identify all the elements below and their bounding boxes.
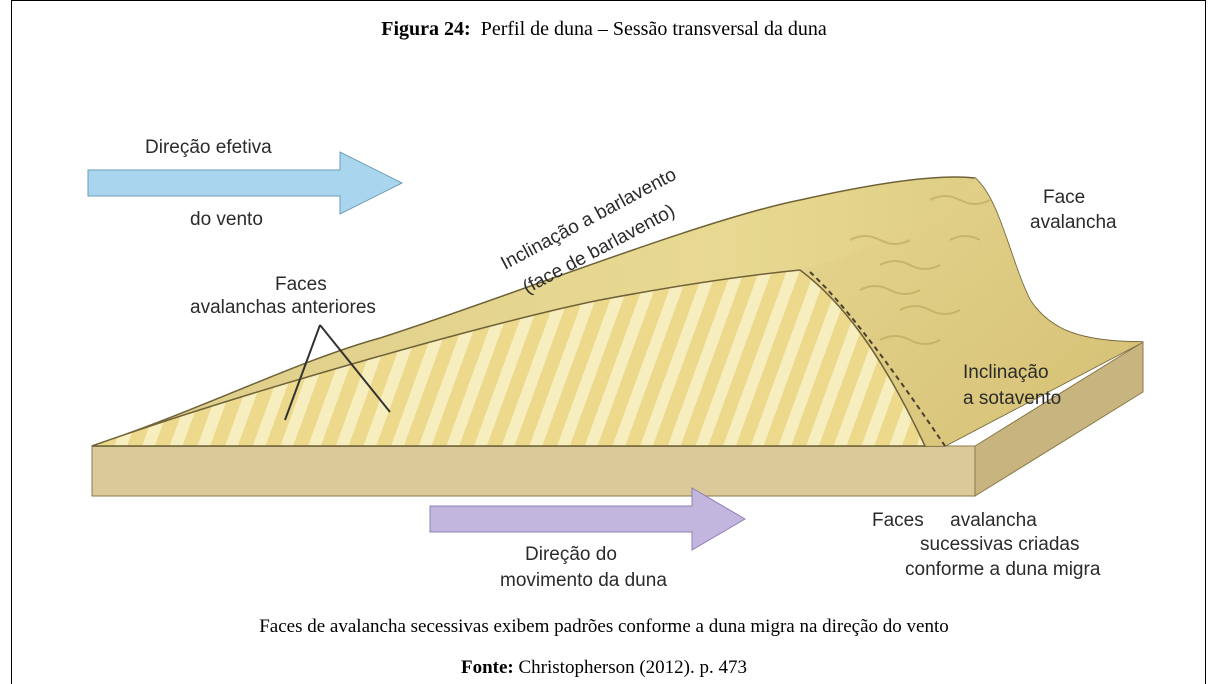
avalanche-face-label-1: Face xyxy=(1043,187,1085,208)
figure-caption: Faces de avalancha secessivas exibem pad… xyxy=(259,616,949,637)
successive-faces-label-3: conforme a duna migra xyxy=(905,559,1101,580)
avalanche-face-label-2: avalancha xyxy=(1030,212,1117,233)
wind-direction-label-1: Direção efetiva xyxy=(145,137,272,158)
ripple-marks xyxy=(849,195,991,345)
dune-movement-arrow xyxy=(429,487,746,551)
figure-title-text: Perfil de duna – Sessão transversal da d… xyxy=(480,18,827,40)
figure-source: Fonte: Christopherson (2012). p. 473 xyxy=(0,657,1208,679)
successive-faces-label-1: Faces avalancha xyxy=(872,510,1037,531)
pointer-lines xyxy=(284,324,391,421)
leeward-slope-label-2: a sotavento xyxy=(963,388,1061,409)
source-label: Fonte: xyxy=(460,657,514,678)
previous-faces-label-1: Faces xyxy=(275,274,327,295)
leeward-slope-label-1: Inclinação xyxy=(963,362,1049,383)
successive-faces-label-2: sucessivas criadas xyxy=(920,534,1079,555)
dune-movement-label-2: movimento da duna xyxy=(500,570,667,591)
wind-direction-label-2: do vento xyxy=(190,209,263,230)
successive-face-line xyxy=(809,271,946,447)
figure-frame xyxy=(11,0,1206,684)
dune-movement-label-1: Direção do xyxy=(525,544,617,565)
figure-title: Figura 24: Perfil de duna – Sessão trans… xyxy=(0,18,1208,41)
ground-slab-front xyxy=(91,445,976,497)
leeward-face xyxy=(800,178,1143,446)
ground-slab-side xyxy=(974,341,1144,497)
previous-faces-label-2: avalanchas anteriores xyxy=(190,297,376,318)
wind-direction-arrow xyxy=(87,151,404,215)
source-text: Christopherson (2012). p. 473 xyxy=(518,657,748,678)
figure-title-label: Figura 24: xyxy=(381,18,471,40)
